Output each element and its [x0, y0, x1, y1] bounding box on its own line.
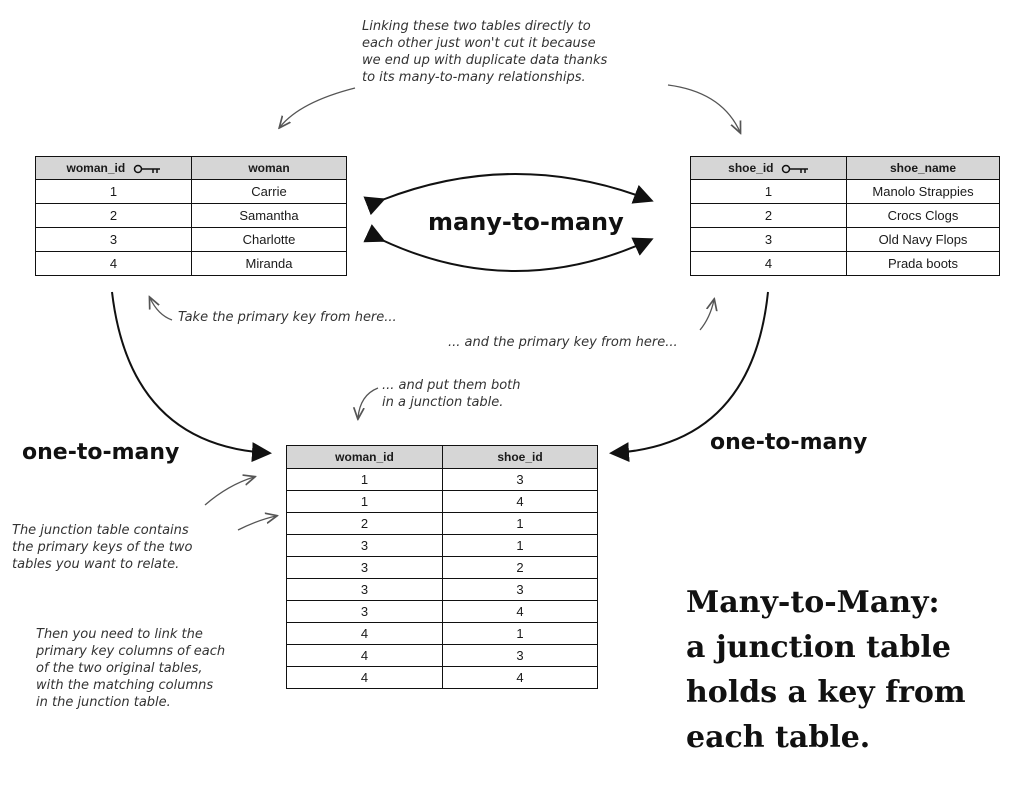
headline: Many-to-Many: a junction table holds a k…	[686, 580, 1006, 760]
table-cell: 3	[35, 227, 192, 252]
junction-contains-arrow-1	[204, 477, 254, 506]
table-cell: Prada boots	[846, 251, 1000, 276]
shoe-table-header-id-text: shoe_id	[728, 161, 774, 175]
table-cell: 1	[35, 179, 192, 204]
table-cell: Charlotte	[191, 227, 347, 252]
table-cell: Old Navy Flops	[846, 227, 1000, 252]
note-take-pk-left: Take the primary key from here...	[178, 310, 397, 325]
one-to-many-arrow-right	[609, 291, 769, 463]
headline-line: each table.	[686, 720, 871, 755]
take-pk-right-arrow	[699, 300, 714, 331]
label-one-to-many-right: one-to-many	[710, 430, 868, 455]
shoe-table-header-name: shoe_name	[846, 156, 1000, 180]
note-top-arrow-right	[667, 84, 740, 132]
woman-table-header-id-text: woman_id	[66, 161, 126, 175]
headline-line: Many-to-Many:	[686, 585, 940, 620]
many-to-many-arrow-bottom	[363, 224, 654, 272]
table-cell: 3	[690, 227, 847, 252]
key-icon	[133, 164, 160, 174]
label-one-to-many-left: one-to-many	[22, 440, 180, 465]
table-cell: Carrie	[191, 179, 347, 204]
table-cell: 2	[690, 203, 847, 228]
junction-contains-arrow-2	[237, 516, 276, 531]
note-top: Linking these two tables directly to eac…	[362, 19, 608, 85]
one-to-many-arrow-left	[111, 291, 272, 463]
many-to-many-arrow-top	[363, 173, 654, 216]
headline-line: a junction table	[686, 630, 951, 665]
table-cell: Samantha	[191, 203, 347, 228]
woman-table-header-name: woman	[191, 156, 347, 180]
key-icon	[781, 164, 808, 174]
junction-header-shoe-id: shoe_id	[442, 445, 598, 469]
note-junction-contains: The junction table contains the primary …	[12, 523, 193, 572]
note-top-arrow-left	[280, 87, 356, 127]
shoe-table-header-id: shoe_id	[690, 156, 847, 180]
take-pk-left-arrow	[150, 298, 173, 321]
table-cell: Manolo Strappies	[846, 179, 1000, 204]
put-junction-arrow	[358, 387, 379, 418]
note-put-junction: ... and put them both in a junction tabl…	[382, 378, 521, 410]
table-cell: Miranda	[191, 251, 347, 276]
note-link-columns: Then you need to link the primary key co…	[36, 627, 226, 710]
headline-line: holds a key from	[686, 675, 966, 710]
note-take-pk-right: ... and the primary key from here...	[448, 335, 678, 350]
table-cell: 4	[442, 666, 598, 689]
junction-header-woman-id: woman_id	[286, 445, 443, 469]
